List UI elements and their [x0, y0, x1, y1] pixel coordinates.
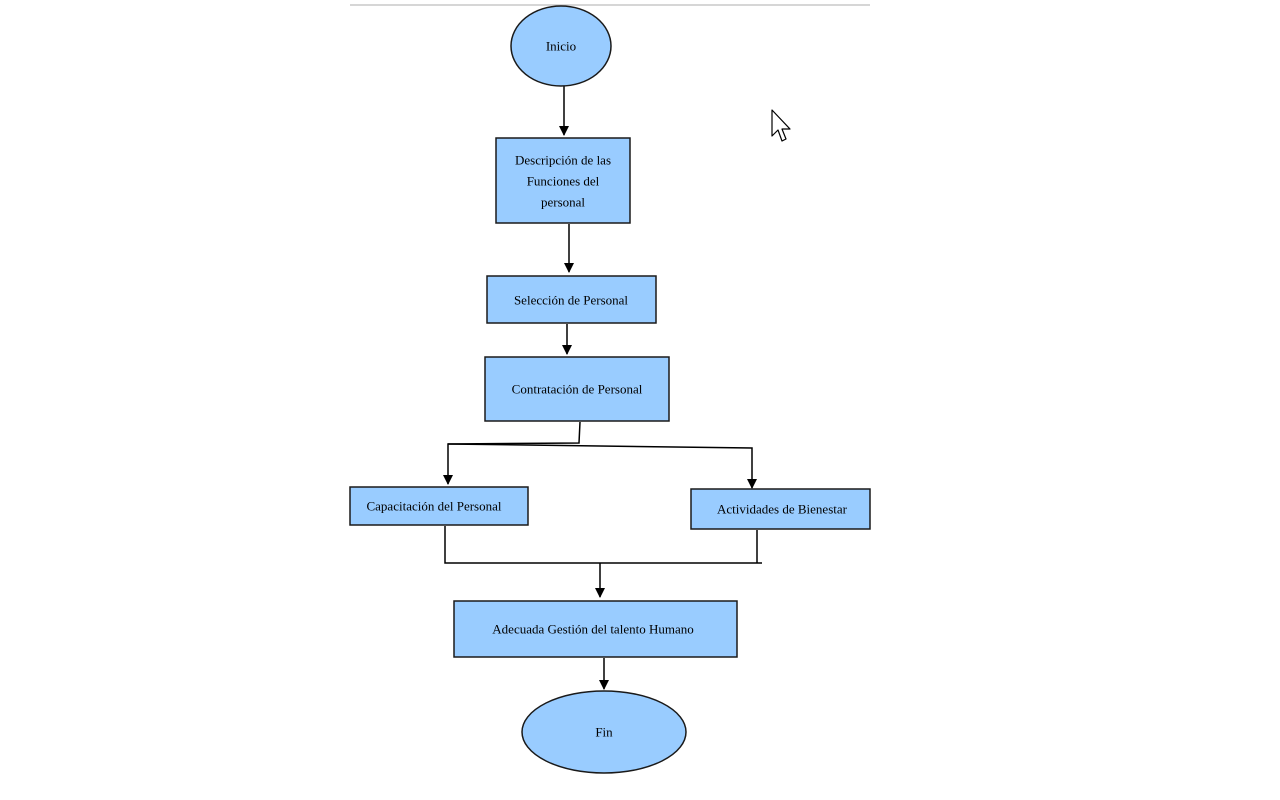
node-gestion: Adecuada Gestión del talento Humano	[453, 600, 738, 658]
node-fin-label: Fin	[595, 725, 613, 740]
mouse-pointer-icon	[771, 109, 791, 142]
process-shape-gestion	[453, 600, 738, 658]
node-label-line: Fin	[595, 725, 613, 740]
node-label-line: Contratación de Personal	[512, 382, 643, 397]
end-terminal-shape	[521, 690, 687, 774]
branch-connector	[443, 421, 581, 485]
node-label-line: Descripción de las	[515, 153, 611, 168]
node-capacitacion: Capacitación del Personal	[349, 486, 529, 526]
node-label-line: Capacitación del Personal	[366, 499, 501, 514]
merge-connector	[444, 526, 762, 564]
node-seleccion-label: Selección de Personal	[514, 293, 628, 308]
process-shape-descripcion	[495, 137, 631, 224]
node-fin: Fin	[521, 690, 687, 774]
connectors	[443, 86, 762, 690]
process-shape-contratacion	[484, 356, 670, 422]
node-contratacion: Contratación de Personal	[484, 356, 670, 422]
node-label-line: Selección de Personal	[514, 293, 628, 308]
node-label-line: Inicio	[546, 39, 576, 54]
node-gestion-label: Adecuada Gestión del talento Humano	[492, 622, 693, 637]
start-terminal-shape	[510, 5, 612, 87]
node-label-line: Adecuada Gestión del talento Humano	[492, 622, 693, 637]
node-contratacion-label: Contratación de Personal	[512, 382, 643, 397]
node-label-line: Funciones del	[527, 174, 600, 189]
process-shape-seleccion	[486, 275, 657, 324]
process-shape-capacitacion	[349, 486, 529, 526]
node-capacitacion-label: Capacitación del Personal	[366, 499, 501, 514]
node-bienestar: Actividades de Bienestar	[690, 488, 871, 530]
node-inicio: Inicio	[510, 5, 612, 87]
process-shape-bienestar	[690, 488, 871, 530]
node-bienestar-label: Actividades de Bienestar	[717, 502, 848, 517]
node-seleccion: Selección de Personal	[486, 275, 657, 324]
node-label-line: personal	[541, 195, 585, 210]
node-inicio-label: Inicio	[546, 39, 576, 54]
branch-connector-right	[447, 443, 757, 489]
node-label-line: Actividades de Bienestar	[717, 502, 848, 517]
